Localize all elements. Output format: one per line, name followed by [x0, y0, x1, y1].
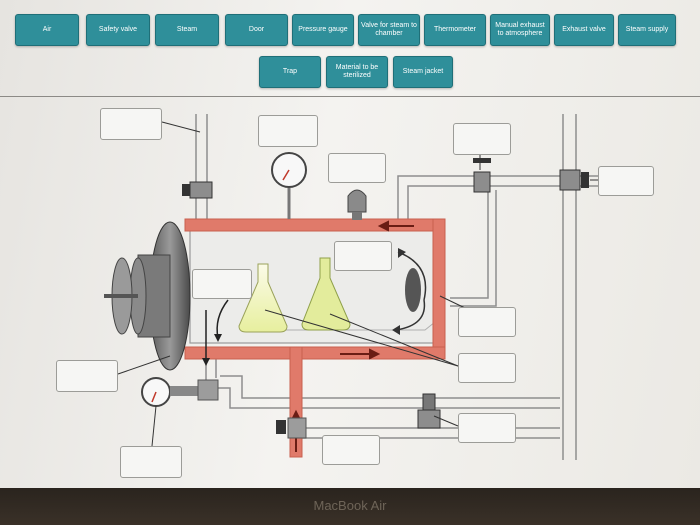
fan — [405, 268, 421, 312]
label-chip-thermometer[interactable]: Thermometer — [424, 14, 486, 46]
label-chip-safety-valve[interactable]: Safety valve — [86, 14, 150, 46]
door-assembly — [104, 221, 191, 371]
screen: Air Safety valve Steam Door Pressure gau… — [0, 0, 700, 488]
label-chip-steam-jacket[interactable]: Steam jacket — [393, 56, 453, 88]
drop-target-10[interactable] — [458, 353, 516, 383]
drop-target-9[interactable] — [56, 360, 118, 392]
laptop-brand-label: MacBook Air — [313, 498, 387, 513]
drop-target-6[interactable] — [334, 241, 392, 271]
label-chip-material[interactable]: Material to be sterilized — [326, 56, 388, 88]
divider — [0, 96, 700, 97]
drop-target-12[interactable] — [322, 435, 380, 465]
label-chip-valve-for-steam[interactable]: Valve for steam to chamber — [358, 14, 420, 46]
drop-target-11[interactable] — [458, 413, 516, 443]
label-chip-pressure-gauge[interactable]: Pressure gauge — [292, 14, 354, 46]
autoclave-diagram — [104, 114, 624, 460]
label-chip-air[interactable]: Air — [15, 14, 79, 46]
drop-target-13[interactable] — [120, 446, 182, 478]
drop-target-3[interactable] — [328, 153, 386, 183]
drop-target-5[interactable] — [598, 166, 654, 196]
drop-target-8[interactable] — [458, 307, 516, 337]
drop-target-1[interactable] — [100, 108, 162, 140]
laptop-bezel — [0, 488, 700, 525]
drop-target-2[interactable] — [258, 115, 318, 147]
label-chip-exhaust-valve[interactable]: Exhaust valve — [554, 14, 614, 46]
label-chip-steam-supply[interactable]: Steam supply — [618, 14, 676, 46]
flask-1 — [238, 263, 288, 333]
label-chip-steam[interactable]: Steam — [155, 14, 219, 46]
flask-2 — [301, 257, 351, 331]
drop-target-7[interactable] — [192, 269, 252, 299]
label-chip-trap[interactable]: Trap — [259, 56, 321, 88]
drop-target-4[interactable] — [453, 123, 511, 155]
label-chip-manual-exhaust[interactable]: Manual exhaust to atmosphere — [490, 14, 550, 46]
label-chip-door[interactable]: Door — [225, 14, 288, 46]
